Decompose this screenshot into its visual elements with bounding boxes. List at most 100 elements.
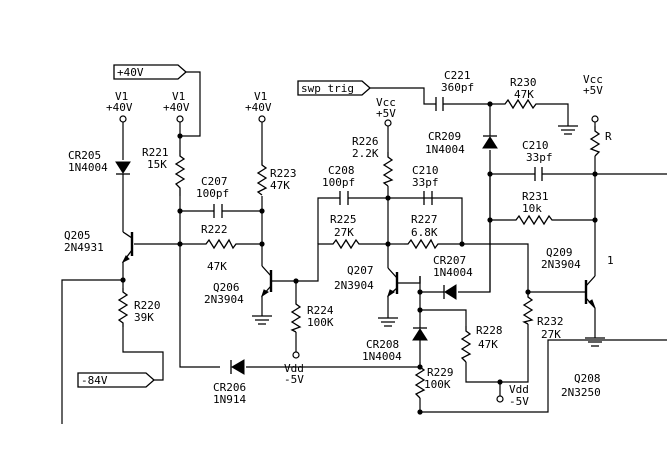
capacitor-C210-upper: C210 33pf: [522, 139, 553, 181]
resistor-R222: R222 47K: [201, 223, 238, 273]
partial-ref: 1: [607, 254, 614, 267]
resistor-R228: R228 47K: [460, 324, 503, 363]
supply-voltage: +5V: [583, 84, 603, 97]
diode-value: 1N4004: [425, 143, 465, 156]
resistor-R226: R226 2.2K: [352, 135, 394, 187]
supply-vcc-right: Vcc +5V: [583, 73, 603, 123]
resistor-ref: R231: [522, 190, 549, 203]
supply-label: V1: [172, 90, 185, 103]
diode-ref: CR206: [213, 381, 246, 394]
ground-r230: [558, 125, 578, 135]
diode-CR207: CR207 1N4004: [433, 254, 473, 300]
resistor-Rvcc-right: R: [589, 126, 612, 157]
capacitor-ref: C207: [201, 175, 228, 188]
port-swp-trig: swp trig: [297, 80, 371, 96]
capacitor-ref: C208: [328, 164, 355, 177]
resistor-ref: R226: [352, 135, 379, 148]
supply-label: Vcc: [583, 73, 603, 86]
diode-CR208: CR208 1N4004: [362, 327, 428, 363]
resistor-R232: R232 27K: [522, 292, 564, 341]
resistor-value: 39K: [134, 311, 154, 324]
ground-q209: [585, 337, 605, 347]
supply-v1-middle: V1 +40V: [163, 90, 190, 123]
capacitor-value: 100pf: [196, 187, 229, 200]
transistor-Q206: Q206 2N3904: [204, 265, 276, 306]
capacitor-C221: C221 360pf: [435, 69, 474, 111]
supply-vdd-r228: Vdd -5V: [496, 383, 529, 408]
resistor-value: 47K: [478, 338, 498, 351]
resistor-ref: R230: [510, 76, 537, 89]
resistor-value: 47K: [207, 260, 227, 273]
supply-v1-right: V1 +40V: [245, 90, 272, 123]
diode-ref: CR207: [433, 254, 466, 267]
port-minus84v: -84V: [77, 372, 155, 388]
port-swp-trig-label: swp trig: [301, 82, 354, 95]
supply-v1-left: V1 +40V: [106, 90, 133, 123]
transistor-Q205: Q205 2N4931: [64, 229, 134, 264]
resistor-ref: R228: [476, 324, 503, 337]
resistor-ref: R222: [201, 223, 228, 236]
diode-ref: CR209: [428, 130, 461, 143]
transistor-Q208-label: Q208 2N3250: [561, 372, 601, 399]
transistor-Q209: Q209 2N3904 1: [541, 246, 614, 309]
supply-voltage: +5V: [376, 107, 396, 120]
transistor-value: 2N3904: [541, 258, 581, 271]
resistor-R225: R225 27K: [329, 213, 362, 250]
supply-label: Vcc: [376, 96, 396, 109]
resistor-ref: R224: [307, 304, 334, 317]
capacitor-value: 100pf: [322, 176, 355, 189]
capacitor-C208: C208 100pf: [322, 164, 355, 205]
diode-value: 1N914: [213, 393, 246, 406]
supply-vcc-middle: Vcc +5V: [376, 96, 396, 127]
resistor-R223: R223 47K: [256, 160, 297, 196]
capacitor-value: 33pf: [412, 176, 439, 189]
diode-value: 1N4004: [433, 266, 473, 279]
port-plus40v: +40V: [113, 64, 187, 80]
diode-ref: CR205: [68, 149, 101, 162]
supply-voltage: -5V: [509, 395, 529, 408]
supply-label: Vdd: [284, 362, 304, 375]
transistor-ref: Q205: [64, 229, 91, 242]
resistor-R231: R231 10k: [510, 190, 558, 226]
transistor-ref: Q208: [574, 372, 601, 385]
partial-ref: R: [605, 130, 612, 143]
resistor-value: 27K: [541, 328, 561, 341]
capacitor-ref: C221: [444, 69, 471, 82]
resistor-ref: R221: [142, 146, 169, 159]
diode-CR209: CR209 1N4004: [425, 130, 498, 156]
resistor-R224: R224 100K: [290, 300, 334, 333]
resistor-R220: R220 39K: [117, 288, 161, 327]
resistor-ref: R232: [537, 315, 564, 328]
supply-vdd-r224: Vdd -5V: [284, 351, 304, 386]
transistor-ref: Q209: [546, 246, 573, 259]
resistor-R227: R227 6.8K: [404, 213, 440, 250]
resistor-ref: R223: [270, 167, 297, 180]
resistor-ref: R225: [330, 213, 357, 226]
supply-voltage: +40V: [106, 101, 133, 114]
ground-q207: [378, 317, 398, 327]
capacitor-ref: C210: [522, 139, 549, 152]
supply-label: V1: [115, 90, 128, 103]
transistor-ref: Q206: [213, 281, 240, 294]
resistor-ref: R220: [134, 299, 161, 312]
resistor-ref: R229: [427, 366, 454, 379]
diode-value: 1N4004: [68, 161, 108, 174]
resistor-R230: R230 47K: [500, 76, 544, 110]
resistor-value: 15K: [147, 158, 167, 171]
resistor-value: 100K: [307, 316, 334, 329]
junction-dots: [120, 101, 598, 415]
ground-q206: [252, 315, 272, 325]
transistor-value: 2N3250: [561, 386, 601, 399]
capacitor-value: 33pf: [526, 151, 553, 164]
diode-ref: CR208: [366, 338, 399, 351]
transistor-value: 2N4931: [64, 241, 104, 254]
resistor-value: 47K: [514, 88, 534, 101]
resistor-ref: R227: [411, 213, 438, 226]
capacitor-C207: C207 100pf: [196, 175, 229, 218]
supply-voltage: +40V: [245, 101, 272, 114]
transistor-value: 2N3904: [334, 279, 374, 292]
diode-value: 1N4004: [362, 350, 402, 363]
supply-label: Vdd: [509, 383, 529, 396]
supply-voltage: -5V: [284, 373, 304, 386]
